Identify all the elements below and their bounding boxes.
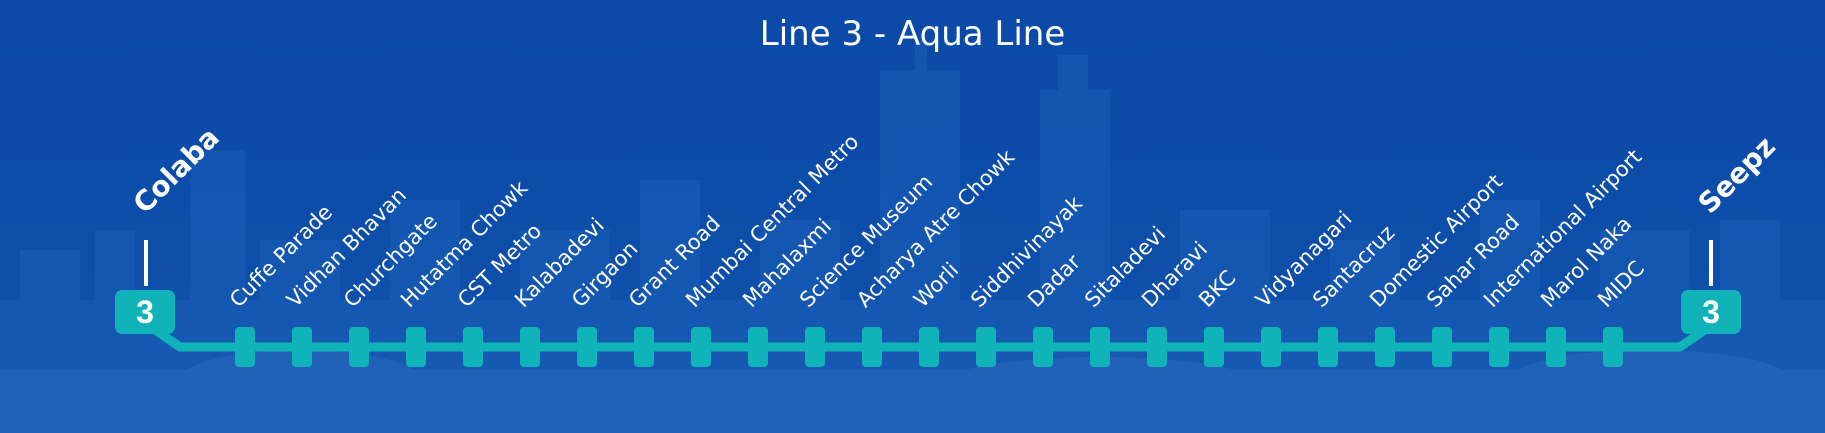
station-stop bbox=[634, 327, 654, 367]
station-stop bbox=[862, 327, 882, 367]
end-terminal-tick bbox=[1709, 240, 1713, 286]
station-stop bbox=[349, 327, 369, 367]
station-stops bbox=[235, 327, 1623, 367]
station-stop bbox=[1033, 327, 1053, 367]
station-stop bbox=[1375, 327, 1395, 367]
station-stop bbox=[691, 327, 711, 367]
station-stop bbox=[235, 327, 255, 367]
station-stop bbox=[1546, 327, 1566, 367]
station-stop bbox=[1090, 327, 1110, 367]
start-line-badge: 3 bbox=[115, 290, 175, 334]
line-title: Line 3 - Aqua Line bbox=[759, 14, 1066, 54]
station-stop bbox=[976, 327, 996, 367]
station-stop bbox=[406, 327, 426, 367]
start-terminal-tick bbox=[144, 240, 148, 286]
station-stop bbox=[520, 327, 540, 367]
end-line-badge: 3 bbox=[1681, 290, 1741, 334]
station-stop bbox=[577, 327, 597, 367]
station-stop bbox=[1147, 327, 1167, 367]
station-stop bbox=[1432, 327, 1452, 367]
station-stop bbox=[463, 327, 483, 367]
station-stop bbox=[919, 327, 939, 367]
station-stop bbox=[805, 327, 825, 367]
station-stop bbox=[1318, 327, 1338, 367]
station-stop bbox=[292, 327, 312, 367]
station-stop bbox=[748, 327, 768, 367]
station-stop bbox=[1204, 327, 1224, 367]
station-stop bbox=[1603, 327, 1623, 367]
station-stop bbox=[1261, 327, 1281, 367]
station-stop bbox=[1489, 327, 1509, 367]
